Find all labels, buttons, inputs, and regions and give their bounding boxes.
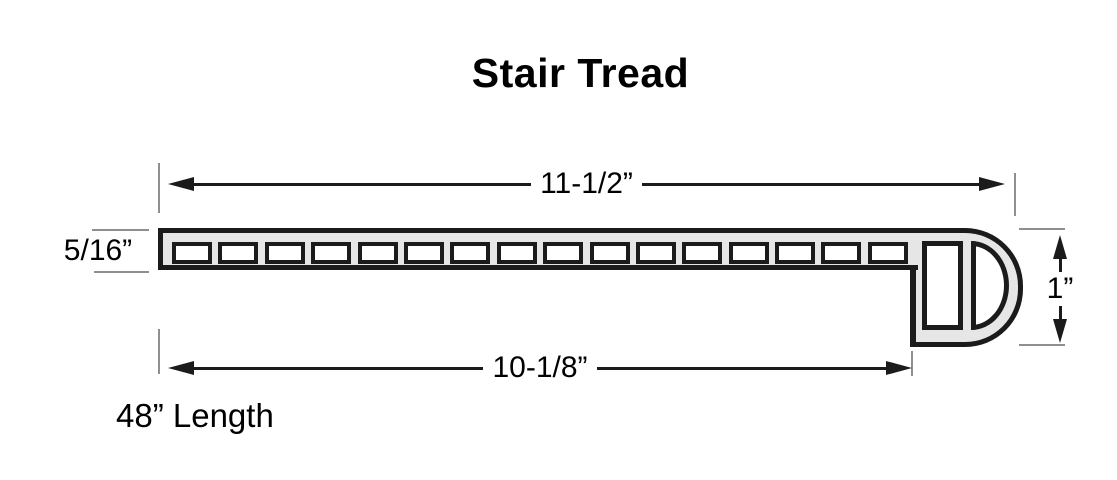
- rib-hollow: [867, 242, 908, 264]
- extension-line-top-right: [1014, 173, 1016, 216]
- arrowhead-left-icon: [168, 177, 194, 191]
- extension-line-thickness-bottom: [94, 271, 149, 273]
- rib-hollow: [172, 242, 212, 264]
- extension-line-bottom-right: [911, 351, 913, 376]
- dimension-nose-height: 1”: [1036, 235, 1084, 343]
- arrowhead-left-icon: [168, 361, 194, 375]
- extension-line-nose-bottom: [1019, 344, 1065, 346]
- extension-line-top-left: [158, 163, 160, 213]
- extension-line-thickness-top: [92, 229, 149, 231]
- rib-hollow: [589, 242, 630, 264]
- rib-hollow: [496, 242, 537, 264]
- rib-hollow: [218, 242, 259, 264]
- dimension-line: [641, 182, 980, 186]
- dimension-nose-height-label: 1”: [1046, 272, 1074, 305]
- rib-hollow: [543, 242, 584, 264]
- bullnose-left-edge: [910, 265, 916, 347]
- arrowhead-right-icon: [979, 177, 1006, 191]
- rib-hollow: [311, 242, 352, 264]
- bullnose-rect-hollow: [922, 241, 963, 330]
- rib-hollow: [775, 242, 816, 264]
- dimension-top-width: 11-1/2”: [168, 167, 1006, 200]
- rib-hollow: [821, 242, 862, 264]
- rib-hollow: [357, 242, 398, 264]
- dimension-bottom-width-label: 10-1/8”: [492, 351, 588, 384]
- dimension-bottom-width: 10-1/8”: [168, 351, 912, 384]
- rib-hollow: [450, 242, 491, 264]
- rib-hollow: [264, 242, 305, 264]
- rib-hollow: [635, 242, 676, 264]
- arrowhead-down-icon: [1053, 319, 1067, 343]
- dimension-line: [1058, 259, 1062, 272]
- dimension-line: [1058, 306, 1062, 319]
- dimension-thickness-label: 5/16”: [63, 234, 133, 267]
- dimension-line: [194, 182, 532, 186]
- dimension-top-width-label: 11-1/2”: [540, 167, 633, 200]
- rib-hollow: [682, 242, 723, 264]
- rib-hollow: [403, 242, 444, 264]
- arrowhead-right-icon: [886, 361, 912, 375]
- page-title: Stair Tread: [471, 50, 690, 96]
- dimension-line: [194, 366, 484, 370]
- arrowhead-up-icon: [1053, 235, 1067, 259]
- extension-line-nose-top: [1019, 228, 1065, 230]
- length-note: 48” Length: [116, 397, 274, 434]
- extension-line-bottom-left: [158, 329, 160, 374]
- dimension-line: [596, 366, 886, 370]
- rib-row: [172, 242, 908, 264]
- rib-hollow: [728, 242, 769, 264]
